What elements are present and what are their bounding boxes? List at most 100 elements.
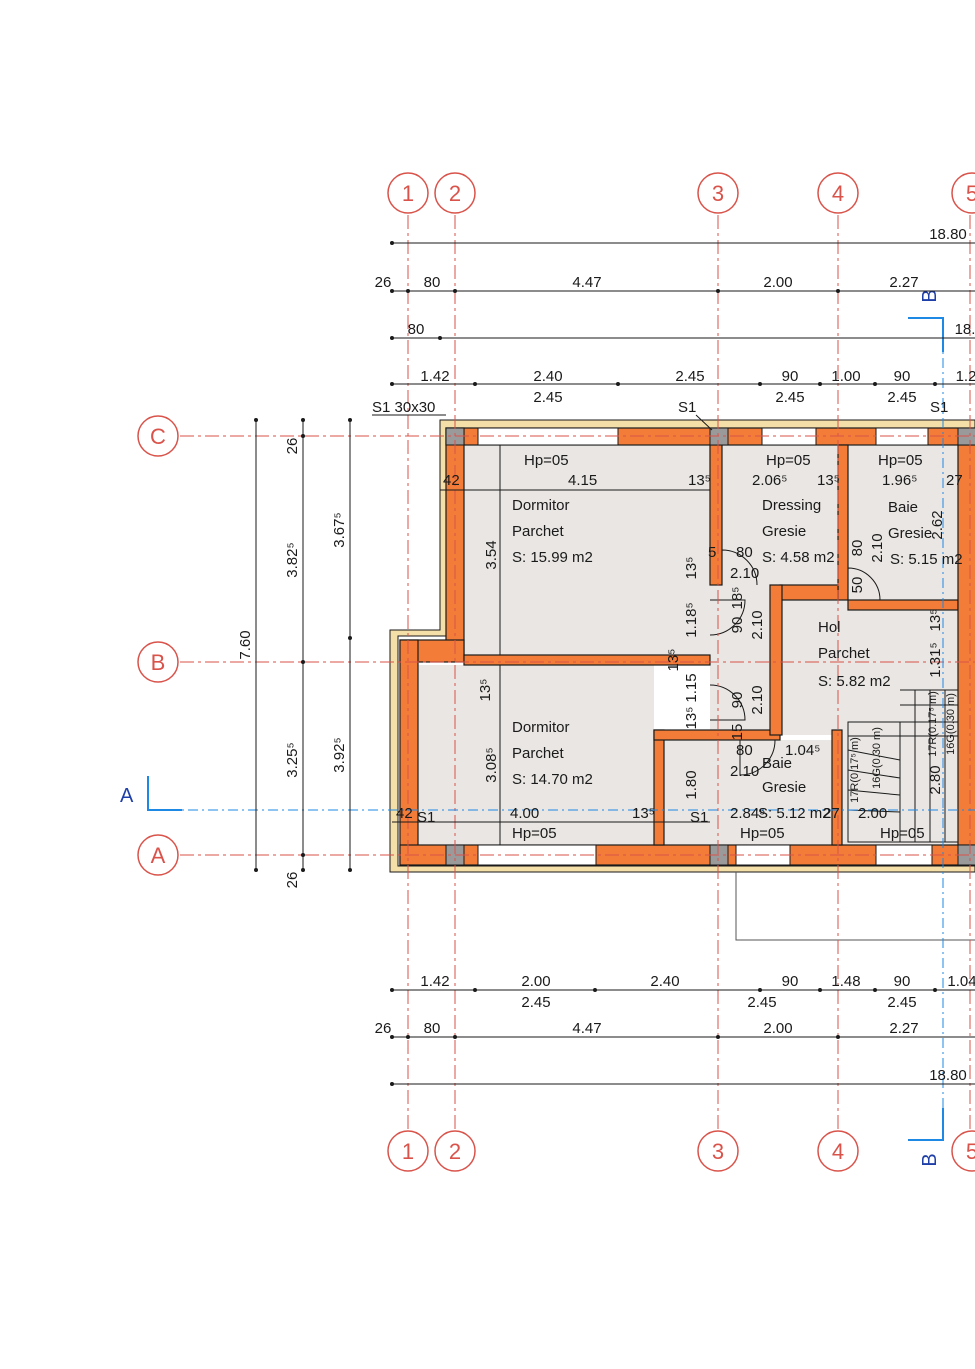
- dim-bot-26: 26: [375, 1020, 392, 1037]
- axis-bubbles: [137, 172, 975, 1172]
- stair-rise-a: 17R(0.17⁵ m): [849, 737, 861, 803]
- room-dormitor-1: Hp=05 4.15 42 13⁵ Dormitor Parchet S: 15…: [440, 445, 711, 655]
- room-baie-1: Hp=05 1.96⁵ 27 Baie Gresie S: 5.15 m2 2.…: [849, 452, 963, 593]
- dim-top-245-b2: 2.45: [775, 389, 804, 406]
- dim-bot-142: 1.42: [420, 973, 449, 990]
- dim-135-c: 13⁵: [683, 707, 700, 730]
- dim-bot-200b: 2.00: [763, 1020, 792, 1037]
- hp-label: Hp=05: [740, 825, 785, 842]
- room-finish: Parchet: [512, 523, 565, 540]
- room-area: S: 15.99 m2: [512, 549, 593, 566]
- axis-label-2-top: 2: [449, 181, 461, 206]
- dim-door-210: 2.10: [730, 565, 759, 582]
- dim-left-3675: 3.67⁵: [331, 512, 348, 547]
- room-area: S: 5.12 m2: [758, 805, 831, 822]
- dim-top-90a: 90: [782, 368, 799, 385]
- axis-label-a: A: [151, 843, 166, 868]
- hp-label: Hp=05: [880, 825, 925, 842]
- room-name: Dormitor: [512, 497, 570, 514]
- dim-bot-245-2: 2.45: [747, 994, 776, 1011]
- dim-overall-bottom: 18.80: [929, 1067, 967, 1084]
- dim-d1-right: 13⁵: [688, 472, 711, 489]
- section-label-b-bottom: B: [919, 1153, 941, 1166]
- dim-door-80: 80: [736, 544, 753, 561]
- room-dressing: Hp=05 2.06⁵ 13⁵ Dressing Gresie S: 4.58 …: [708, 452, 840, 582]
- dim-left-3825: 3.82⁵: [284, 542, 301, 577]
- dim-hol-13: 13⁵: [927, 609, 944, 632]
- room-name: Baie: [762, 755, 792, 772]
- dim-bot-90a: 90: [782, 973, 799, 990]
- dim-1185: 1.18⁵: [683, 602, 700, 637]
- dim-135-b: 13⁵: [665, 649, 682, 672]
- stair-go-a: 16G(0.30 m): [871, 727, 883, 789]
- room-area: S: 5.15 m2: [890, 551, 963, 568]
- stair-annotations: 2.00 Hp=05 17R(0.17⁵ m) 16G(0.30 m) 17R(…: [849, 691, 957, 842]
- axis-label-2-bottom: 2: [449, 1139, 461, 1164]
- room-finish: Gresie: [888, 525, 932, 542]
- label-s1-top-3: S1: [678, 399, 696, 416]
- room-area: S: 4.58 m2: [762, 549, 835, 566]
- dim-left-3255: 3.25⁵: [284, 742, 301, 777]
- room-name: Dormitor: [512, 719, 570, 736]
- dim-stair-200: 2.00: [858, 805, 887, 822]
- dim-top-12: 1.2: [956, 368, 975, 385]
- axis-label-1-bottom: 1: [402, 1139, 414, 1164]
- axis-lines: [180, 215, 975, 1130]
- hp-label: Hp=05: [878, 452, 923, 469]
- room-finish: Gresie: [762, 523, 806, 540]
- dim-b2-210: 2.10: [730, 763, 759, 780]
- dim-d1-height: 3.54: [483, 540, 500, 569]
- dim-top-200: 2.00: [763, 274, 792, 291]
- dim-b1-door210: 2.10: [869, 533, 886, 562]
- dim-top-227: 2.27: [889, 274, 918, 291]
- dim-d1-width: 4.15: [568, 472, 597, 489]
- axis-label-4-top: 4: [832, 181, 844, 206]
- bottom-dimensions: 1.42 2.00 2.40 90 1.48 90 1.04 2.45 2.45…: [375, 973, 975, 1084]
- room-finish: Gresie: [762, 779, 806, 796]
- stair-go-b: 16G(0.30 m): [945, 693, 957, 755]
- dim-b2-80: 80: [736, 742, 753, 759]
- dim-b1-right: 27: [946, 472, 963, 489]
- label-s1-top-5: S1: [930, 399, 948, 416]
- room-name: Dressing: [762, 497, 821, 514]
- dim-210-a: 2.10: [749, 610, 766, 639]
- dim-top-90b: 90: [894, 368, 911, 385]
- axis-label-5-top: 5: [966, 181, 975, 206]
- dim-bot-200: 2.00: [521, 973, 550, 990]
- room-area: S: 5.82 m2: [818, 673, 891, 690]
- axis-label-5-bottom: 5: [966, 1139, 975, 1164]
- floor-areas: [418, 445, 967, 845]
- axis-labels: 1 2 3 4 5 1 2 3 4 5 C B A: [150, 181, 975, 1164]
- dim-top-142: 1.42: [420, 368, 449, 385]
- left-dimensions: 7.60 26 3.82⁵ 3.25⁵ 26 3.67⁵ 3.92⁵: [237, 438, 348, 889]
- room-finish: Parchet: [818, 645, 871, 662]
- hp-label: Hp=05: [524, 452, 569, 469]
- dim-left-26-bot: 26: [284, 872, 301, 889]
- dim-left-3925: 3.92⁵: [331, 737, 348, 772]
- dimension-lines: [255, 242, 975, 1085]
- dim-bot-240: 2.40: [650, 973, 679, 990]
- dim-top-80: 80: [424, 274, 441, 291]
- dim-top-row3-80: 80: [408, 321, 425, 338]
- room-hol: Hol Parchet S: 5.82 m2 1.31⁵ 13⁵: [818, 609, 944, 690]
- dim-top-447: 4.47: [572, 274, 601, 291]
- label-s1-30x30: S1 30x30: [372, 399, 435, 416]
- room-baie-2: 80 1.04⁵ 2.10 Baie Gresie S: 5.12 m2 2.8…: [683, 742, 840, 842]
- section-markers: [147, 317, 944, 1141]
- dim-top-245-b3: 2.45: [887, 389, 916, 406]
- axis-label-4-bottom: 4: [832, 1139, 844, 1164]
- dim-d2-height: 3.08⁵: [483, 747, 500, 782]
- room-area: S: 14.70 m2: [512, 771, 593, 788]
- dim-dr-width: 2.06⁵: [752, 472, 787, 489]
- hp-label: Hp=05: [766, 452, 811, 469]
- section-lines: [148, 318, 975, 1140]
- dim-top-row3-18: 18.: [955, 321, 975, 338]
- axis-label-3-bottom: 3: [712, 1139, 724, 1164]
- room-name: Baie: [888, 499, 918, 516]
- dim-bot-245-3: 2.45: [887, 994, 916, 1011]
- dim-b1-50: 50: [849, 577, 866, 594]
- dim-bot-104: 1.04: [947, 973, 975, 990]
- dim-bot-227: 2.27: [889, 1020, 918, 1037]
- dim-d2-135: 13⁵: [477, 679, 494, 702]
